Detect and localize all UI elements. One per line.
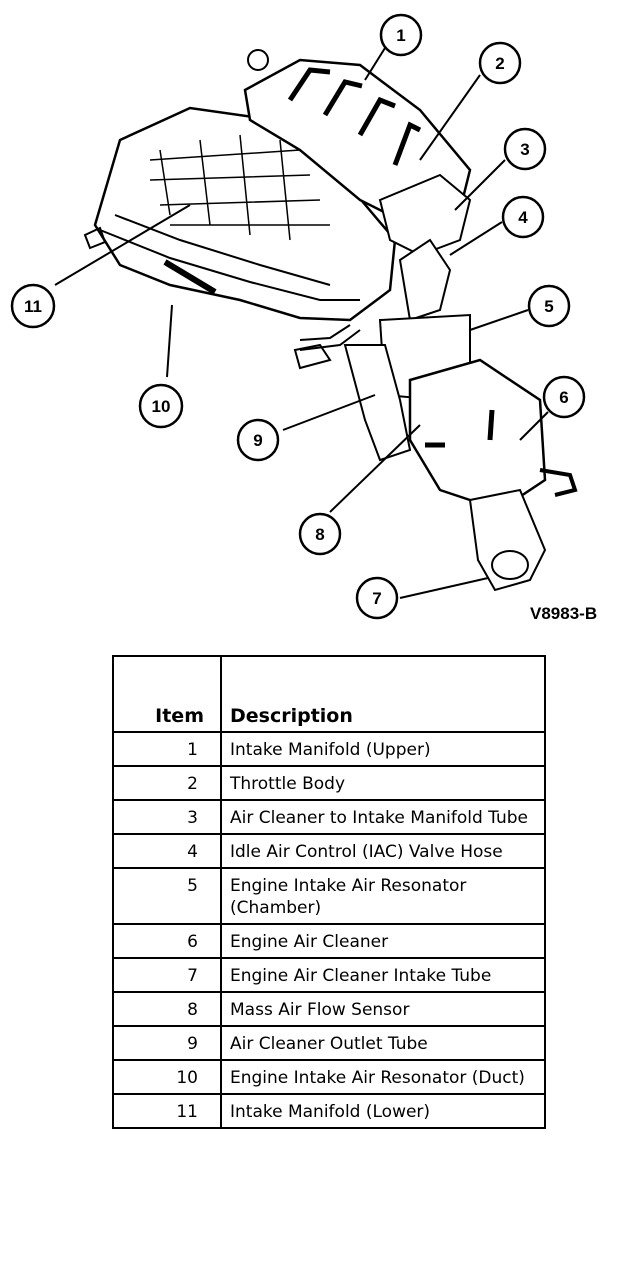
callout-label: 1 [396,26,405,45]
callout-markers: 1 2 3 4 5 6 7 8 [10,13,586,620]
callout-label: 2 [495,54,504,73]
callout-11: 11 [10,283,56,329]
callout-label: 7 [372,589,381,608]
item-number: 4 [112,833,222,869]
description-column-header: Description [220,655,546,733]
item-description: Engine Intake Air Resonator (Duct) [220,1059,546,1095]
item-number: 2 [112,765,222,801]
callout-10: 10 [138,383,184,429]
callout-7: 7 [355,576,399,620]
callout-5: 5 [527,284,571,328]
callout-label: 6 [559,388,568,407]
callout-label: 9 [253,431,262,450]
item-number: 1 [112,731,222,767]
engine-air-intake-diagram: 1 2 3 4 5 6 7 8 [10,13,586,620]
item-number: 8 [112,991,222,1027]
item-number: 6 [112,923,222,959]
item-description: Intake Manifold (Lower) [220,1093,546,1129]
callout-label: 4 [518,208,528,227]
item-description: Engine Air Cleaner Intake Tube [220,957,546,993]
item-description: Intake Manifold (Upper) [220,731,546,767]
item-description: Engine Intake Air Resonator (Chamber) [220,867,546,925]
item-number: 11 [112,1093,222,1129]
item-description: Air Cleaner to Intake Manifold Tube [220,799,546,835]
figure-id: V8983-B [530,604,598,623]
callout-8: 8 [298,512,342,556]
callout-label: 11 [24,297,42,316]
callout-label: 10 [152,397,171,416]
item-number: 7 [112,957,222,993]
item-description: Idle Air Control (IAC) Valve Hose [220,833,546,869]
callout-4: 4 [501,195,545,239]
item-description: Engine Air Cleaner [220,923,546,959]
engine-illustration [83,49,578,592]
callout-label: 8 [315,525,324,544]
callout-label: 5 [544,297,553,316]
legend-header-row: Item Description [112,655,546,733]
item-description: Air Cleaner Outlet Tube [220,1025,546,1061]
callout-6: 6 [542,375,586,419]
callout-2: 2 [478,41,522,85]
item-number: 10 [112,1059,222,1095]
item-number: 3 [112,799,222,835]
callout-label: 3 [520,140,529,159]
callout-9: 9 [236,418,280,462]
item-column-header: Item [112,655,222,733]
item-description: Throttle Body [220,765,546,801]
item-number: 9 [112,1025,222,1061]
callout-3: 3 [503,127,547,171]
item-description: Mass Air Flow Sensor [220,991,546,1027]
item-number: 5 [112,867,222,925]
callout-1: 1 [379,13,423,57]
leader-lines [54,47,549,599]
